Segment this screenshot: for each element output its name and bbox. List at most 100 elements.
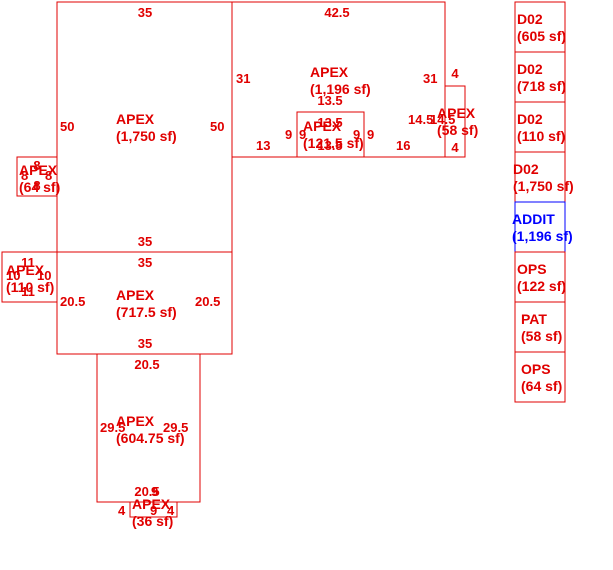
area-outline <box>296 111 365 158</box>
legend-item[interactable]: OPS (122 sf) <box>514 251 566 303</box>
dim-left: 20.5 <box>60 294 85 309</box>
area-name: APEX <box>116 287 155 303</box>
legend-code: D02 <box>513 161 539 177</box>
dim-left: 9 <box>285 127 292 142</box>
legend-code: OPS <box>517 261 547 277</box>
legend-area: (605 sf) <box>517 28 566 44</box>
dim-top: 42.5 <box>324 5 349 20</box>
legend-item[interactable]: PAT (58 sf) <box>514 301 566 353</box>
legend-area: (58 sf) <box>521 328 562 344</box>
area-apex-717[interactable]: 35 20.5 20.5 35 APEX (717.5 sf) <box>56 251 233 355</box>
area-apex-110[interactable]: 11 10 10 11 APEX (110 sf) <box>1 251 58 303</box>
legend-item-selected[interactable]: ADDIT (1,196 sf) <box>512 201 573 253</box>
dim-bottom-left: 13 <box>256 138 270 153</box>
dim-top: 9 <box>151 484 158 499</box>
dim-top: 20.5 <box>134 357 159 372</box>
dim-bottom: 9 <box>150 503 157 518</box>
dim-top: 8 <box>33 158 40 173</box>
legend-box <box>514 1 566 53</box>
area-outline <box>129 501 178 518</box>
legend-box <box>514 351 566 403</box>
dim-left: 50 <box>60 119 74 134</box>
area-size: (1,750 sf) <box>116 128 177 144</box>
dim-right: 9 <box>367 127 374 142</box>
area-legend: D02 (605 sf) D02 (718 sf) D02 (110 sf) D… <box>512 1 574 403</box>
area-apex-58[interactable]: 4 4 14.5 14.5 APEX (58 sf) <box>408 66 478 158</box>
area-size: (717.5 sf) <box>116 304 177 320</box>
dim-bottom-right: 16 <box>396 138 410 153</box>
legend-code: D02 <box>517 61 543 77</box>
dim-top: 13.5 <box>317 93 342 108</box>
area-name: APEX <box>303 118 342 134</box>
area-outline <box>56 1 233 253</box>
legend-item[interactable]: OPS (64 sf) <box>514 351 566 403</box>
legend-box <box>514 151 566 203</box>
dim-left: 4 <box>118 503 126 518</box>
legend-code: ADDIT <box>512 211 555 227</box>
dim-left: 8 <box>21 168 28 183</box>
legend-code: PAT <box>521 311 547 327</box>
dim-bottom: 20.5 <box>134 484 159 499</box>
area-apex-36[interactable]: 9 4 9 4 APEX (36 sf) <box>118 484 178 529</box>
area-outline <box>1 251 58 303</box>
dim-bottom: 13.5 <box>317 138 342 153</box>
area-name: APEX <box>6 262 45 278</box>
area-name: APEX <box>132 496 171 512</box>
dim-left: 29.5 <box>100 420 125 435</box>
area-name: APEX <box>437 105 476 121</box>
dim-bottom: 35 <box>138 234 152 249</box>
legend-area: (110 sf) <box>517 128 565 144</box>
area-apex-121[interactable]: 13.5 13.5 13.5 9 9 9 9 APEX (121.5 sf) <box>285 93 374 158</box>
area-size: (1,196 sf) <box>310 81 371 97</box>
area-name: APEX <box>116 413 155 429</box>
area-outline <box>16 156 58 197</box>
dim-right: 29.5 <box>163 420 188 435</box>
legend-area: (718 sf) <box>517 78 566 94</box>
area-size: (121.5 sf) <box>303 135 364 151</box>
dim-left: 14.5 <box>408 112 433 127</box>
legend-area: (1,750 sf) <box>513 178 574 194</box>
legend-item[interactable]: D02 (110 sf) <box>514 101 566 153</box>
area-size: (110 sf) <box>6 279 54 295</box>
dim-right: 14.5 <box>430 112 455 127</box>
dim-right: 31 <box>423 71 437 86</box>
area-name: APEX <box>116 111 155 127</box>
dim-top: 35 <box>138 5 152 20</box>
area-name: APEX <box>19 162 58 178</box>
legend-box <box>514 101 566 153</box>
dim-left: 10 <box>6 268 20 283</box>
dim-right: 20.5 <box>195 294 220 309</box>
legend-code: D02 <box>517 11 543 27</box>
legend-box <box>514 301 566 353</box>
legend-area: (122 sf) <box>517 278 566 294</box>
area-apex-64[interactable]: 8 8 8 8 APEX (64 sf) <box>16 156 60 197</box>
area-size: (36 sf) <box>132 513 173 529</box>
dim-top: 4 <box>451 66 459 81</box>
area-name: APEX <box>310 64 349 80</box>
legend-code: OPS <box>521 361 551 377</box>
dim-bottom: 11 <box>21 284 35 299</box>
legend-box <box>514 251 566 303</box>
legend-box <box>514 201 566 253</box>
area-size: (604.75 sf) <box>116 430 184 446</box>
dim-bottom: 4 <box>451 140 459 155</box>
area-apex-1750[interactable]: 35 50 50 35 APEX (1,750 sf) <box>56 1 233 253</box>
legend-box <box>514 51 566 103</box>
dim-top-inner: 13.5 <box>317 115 342 130</box>
area-outline <box>444 85 466 158</box>
legend-area: (64 sf) <box>521 378 562 394</box>
area-size: (64 sf) <box>19 179 60 195</box>
legend-item[interactable]: D02 (605 sf) <box>514 1 566 53</box>
legend-code: D02 <box>517 111 543 127</box>
dim-top: 11 <box>21 255 35 270</box>
area-apex-604[interactable]: 20.5 29.5 29.5 20.5 APEX (604.75 sf) <box>96 353 201 503</box>
dim-top: 35 <box>138 255 152 270</box>
legend-item[interactable]: D02 (1,750 sf) <box>513 151 574 203</box>
dim-left: 31 <box>236 71 250 86</box>
legend-item[interactable]: D02 (718 sf) <box>514 51 566 103</box>
area-apex-1196[interactable]: 42.5 31 31 13 16 APEX (1,196 sf) <box>231 1 446 158</box>
dim-right: 10 <box>37 268 51 283</box>
dim-right-inner: 9 <box>353 127 360 142</box>
area-size: (58 sf) <box>437 122 478 138</box>
